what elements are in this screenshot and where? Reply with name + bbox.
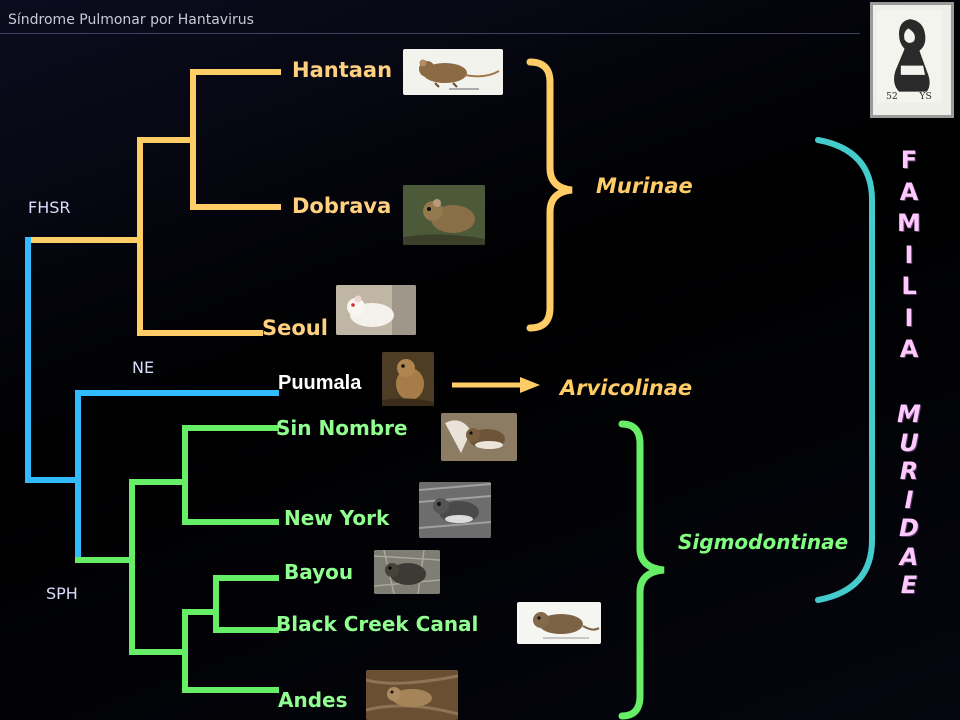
logo-emblem-icon: 52 YS [876, 9, 942, 103]
virus-label-dobrava: Dobrava [292, 194, 392, 218]
rodent-photo [419, 482, 491, 538]
family-letter-familia-1: F [900, 146, 918, 174]
virus-label-hantaan: Hantaan [292, 58, 393, 82]
virus-label-puumala: Puumala [278, 372, 362, 394]
subfamily-label-arvicolinae: Arvicolinae [560, 376, 693, 400]
rodent-photo-hantaan [403, 49, 503, 95]
group-label-ne: NE [132, 358, 155, 377]
rodent-photo-bayou [374, 550, 440, 594]
rodent-photo [374, 550, 440, 594]
family-letter-familia-5: L [901, 272, 917, 300]
rodent-photo-dobrava [403, 185, 485, 245]
branch-fhsr [25, 69, 281, 336]
family-letter-familia-3: M [897, 209, 921, 237]
rodent-photo [419, 59, 500, 90]
rodent-photo-new-york [419, 482, 491, 538]
family-letter-familia-7: A [899, 335, 919, 363]
family-brace [815, 137, 875, 603]
virus-label-bayou: Bayou [284, 560, 354, 584]
rodent-photo-andes [366, 670, 458, 720]
arrow-right-icon [452, 377, 540, 393]
virus-label-seoul: Seoul [262, 316, 328, 340]
subfamily-label-murinae: Murinae [596, 174, 693, 198]
sigmodontinae-brace [618, 420, 665, 720]
header-rule [0, 33, 860, 34]
slide-header: Síndrome Pulmonar por Hantavirus [8, 12, 254, 28]
svg-text:52: 52 [886, 91, 898, 102]
subfamily-label-sigmodontinae: Sigmodontinae [678, 530, 849, 554]
rodent-photo [382, 352, 434, 406]
family-letter-muridae-5: D [899, 514, 919, 542]
svg-text:YS: YS [918, 91, 931, 102]
logo-emblem: 52 YS [870, 2, 954, 118]
family-letter-familia-2: A [899, 177, 919, 206]
rodent-photo-sin-nombre [441, 413, 517, 461]
family-letter-muridae-2: U [899, 428, 919, 457]
rodent-photo [403, 185, 485, 245]
rodent-photo [366, 670, 458, 720]
rodent-photo [336, 285, 416, 335]
family-letter-muridae-4: I [904, 485, 914, 514]
branch-sph [75, 425, 279, 693]
family-letter-familia-4: I [904, 240, 914, 269]
family-letter-muridae-7: E [900, 571, 918, 599]
rodent-photo [533, 612, 600, 639]
group-label-sph: SPH [46, 584, 78, 603]
family-letter-muridae-6: A [899, 542, 919, 571]
rodent-photo-puumala [382, 352, 434, 406]
virus-label-sin-nombre: Sin Nombre [276, 416, 408, 440]
family-letter-muridae-1: M [897, 400, 921, 428]
murinae-brace [526, 58, 573, 332]
family-letter-familia-6: I [904, 303, 914, 332]
virus-label-black-creek-canal: Black Creek Canal [276, 612, 479, 636]
rodent-photo-black-creek-canal [517, 602, 601, 644]
branch-root [25, 237, 279, 563]
group-label-fhsr: FHSR [28, 198, 71, 217]
rodent-photo-seoul [336, 285, 416, 335]
rodent-photo [441, 413, 517, 461]
virus-label-new-york: New York [284, 506, 390, 530]
virus-label-andes: Andes [278, 688, 348, 712]
family-letter-muridae-3: R [899, 457, 919, 485]
